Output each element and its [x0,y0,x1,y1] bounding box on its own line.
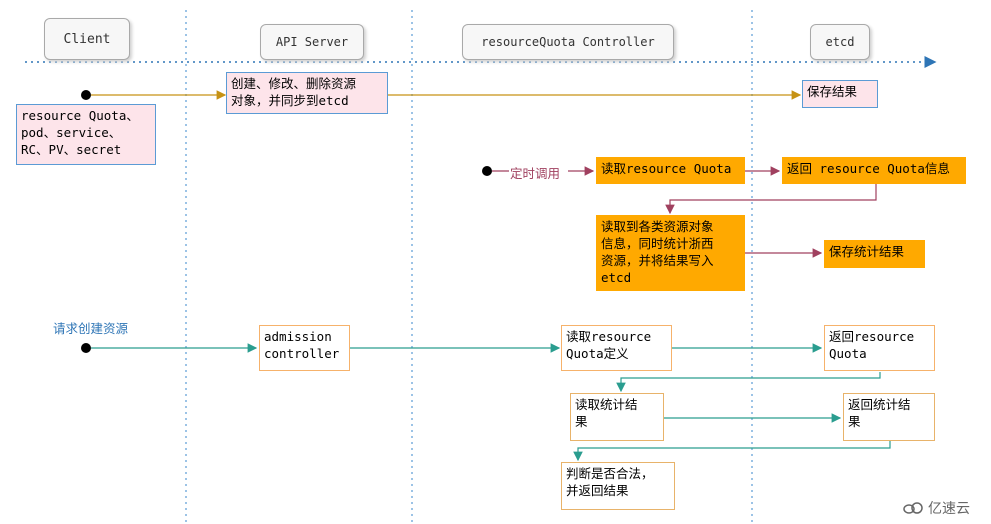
lane-controller-label: resourceQuota Controller [481,35,655,49]
flow2-start-dot [482,166,492,176]
lane-header-client: Client [44,18,130,60]
judge-result-box: 判断是否合法， 并返回结果 [561,462,675,510]
timer-trigger-label: 定时调用 [510,166,561,181]
return-stats-box: 返回统计结 果 [843,393,935,441]
flow1-start-dot [81,90,91,100]
lane-header-quota-controller: resourceQuota Controller [462,24,674,60]
request-create-label: 请求创建资源 [53,321,129,336]
watermark: 亿速云 [902,498,970,518]
save-stats-box: 保存统计结果 [824,240,925,268]
lane-etcd-label: etcd [825,35,855,49]
read-stats-box: 读取统计结 果 [570,393,664,441]
api-crud-box: 创建、修改、删除资源 对象，并同步到etcd [226,72,388,114]
lane-header-etcd: etcd [810,24,870,60]
lane-api-label: API Server [275,35,349,49]
lane-client-label: Client [63,31,111,47]
lane-header-api-server: API Server [260,24,364,60]
flow3-arrow-back2 [573,440,891,462]
watermark-text: 亿速云 [928,501,970,517]
read-objects-box: 读取到各类资源对象 信息，同时统计浙西 资源，并将结果写入 etcd [596,215,745,291]
admission-controller-box: admission controller [259,325,350,371]
read-quota-def-box: 读取resource Quota定义 [561,325,672,371]
client-resources-box: resource Quota、 pod、service、 RC、PV、secre… [16,104,156,165]
etcd-save-result-box: 保存结果 [802,80,878,108]
return-quota-info-box: 返回 resource Quota信息 [782,157,966,184]
flow2-arrow-back [665,184,877,215]
return-quota-box: 返回resource Quota [824,325,935,371]
flow3-start-dot [81,343,91,353]
read-quota-box: 读取resource Quota [596,157,745,184]
cloud-logo-icon [903,502,923,514]
flow3-arrow-back1 [616,372,881,393]
